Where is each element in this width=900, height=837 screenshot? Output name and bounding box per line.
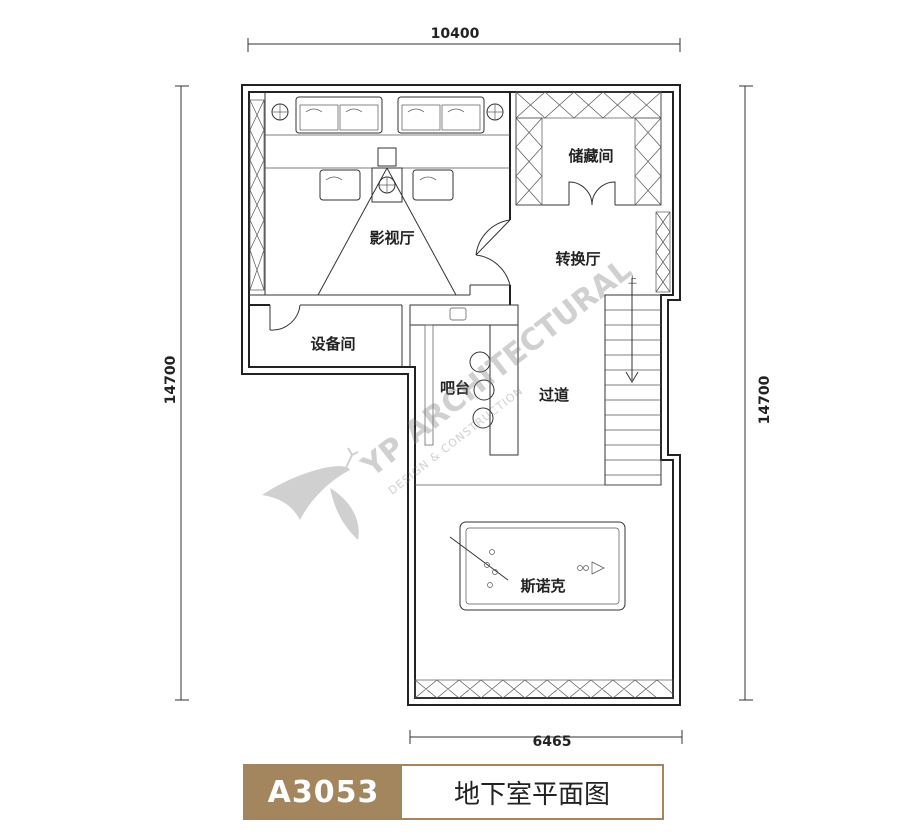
drawing-title: 地下室平面图 <box>453 779 610 810</box>
projection-cone <box>317 167 457 296</box>
bar-label: 吧台 <box>440 379 470 397</box>
svg-text:上: 上 <box>628 275 637 286</box>
snooker-table <box>449 521 626 611</box>
equipment-label: 设备间 <box>310 335 355 353</box>
theater-door <box>475 219 511 286</box>
equipment-room: 设备间 <box>249 304 403 367</box>
snooker-cue-rack <box>414 679 674 699</box>
snooker-room: 斯诺克 <box>414 484 674 699</box>
dimension-right-label: 14700 <box>757 375 773 424</box>
acoustic-panel <box>249 99 265 291</box>
title-block: A3053 地下室平面图 <box>243 764 664 820</box>
dimension-right: 14700 <box>739 85 773 701</box>
sofa-back-row <box>265 96 510 169</box>
dimension-bottom-label: 6465 <box>533 734 572 750</box>
drawing-code: A3053 <box>245 766 402 818</box>
bar-area: 吧台 过道 <box>409 304 569 456</box>
lobby-label: 转换厅 <box>555 250 600 268</box>
dimension-left: 14700 <box>163 85 189 701</box>
dimension-left-label: 14700 <box>163 355 179 404</box>
floor-plan: 10400 14700 14700 6465 <box>163 26 773 750</box>
lobby-area: 转换厅 <box>555 211 671 293</box>
storage-label: 储藏间 <box>568 147 613 165</box>
lobby-wall-panel <box>655 211 671 293</box>
storage-shelving <box>515 91 662 206</box>
snooker-label: 斯诺克 <box>520 577 565 595</box>
staircase: 上 <box>604 275 662 486</box>
outer-walls <box>241 84 681 706</box>
watermark-brand: YP ARCHITECTURAL <box>355 252 639 485</box>
theater-room: 影视厅 <box>249 92 511 305</box>
storage-door <box>568 181 616 206</box>
storage-room: 储藏间 <box>515 91 662 206</box>
dimension-top-label: 10400 <box>431 26 480 42</box>
corridor-label: 过道 <box>539 386 569 404</box>
theater-label: 影视厅 <box>369 229 414 247</box>
dimension-top: 10400 <box>247 26 681 52</box>
dimension-bottom: 6465 <box>409 730 683 750</box>
watermark-logo <box>262 447 359 540</box>
sofa-front-row <box>319 147 454 203</box>
